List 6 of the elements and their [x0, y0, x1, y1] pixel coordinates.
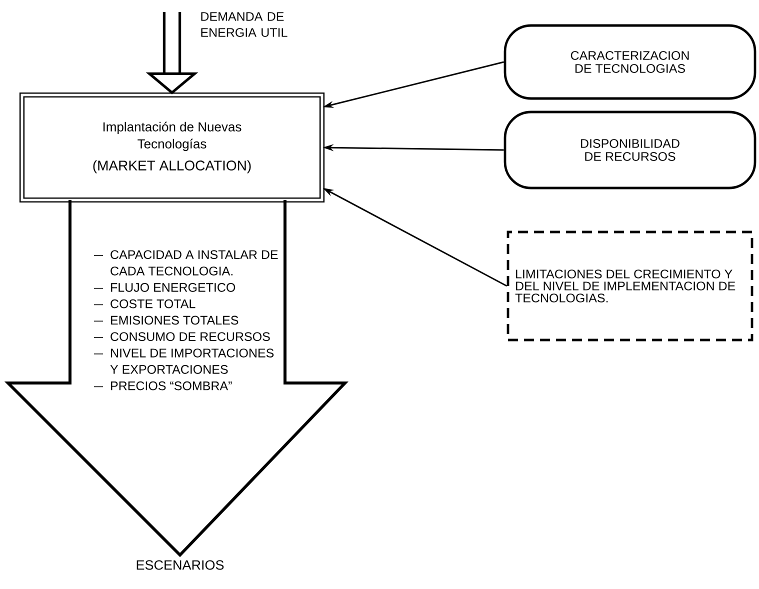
process-box: Implantación de Nuevas Tecnologías (MARKET ALLOCATION) — [19, 92, 325, 203]
rounded-box: CARACTERIZACION DE TECNOLOGIAS — [504, 24, 756, 100]
rounded-box: DISPONIBILIDAD DE RECURSOS — [504, 110, 756, 190]
constraint-box: LIMITACIONES DEL CRECIMIENTO Y DEL NIVEL DE IMPLEMENTACION DE TECNOLOGIAS. — [506, 230, 754, 342]
label-text: DEMANDA DE ENERGIA UTIL — [201, 12, 288, 37]
label-text: ESCENARIOS — [136, 560, 224, 570]
